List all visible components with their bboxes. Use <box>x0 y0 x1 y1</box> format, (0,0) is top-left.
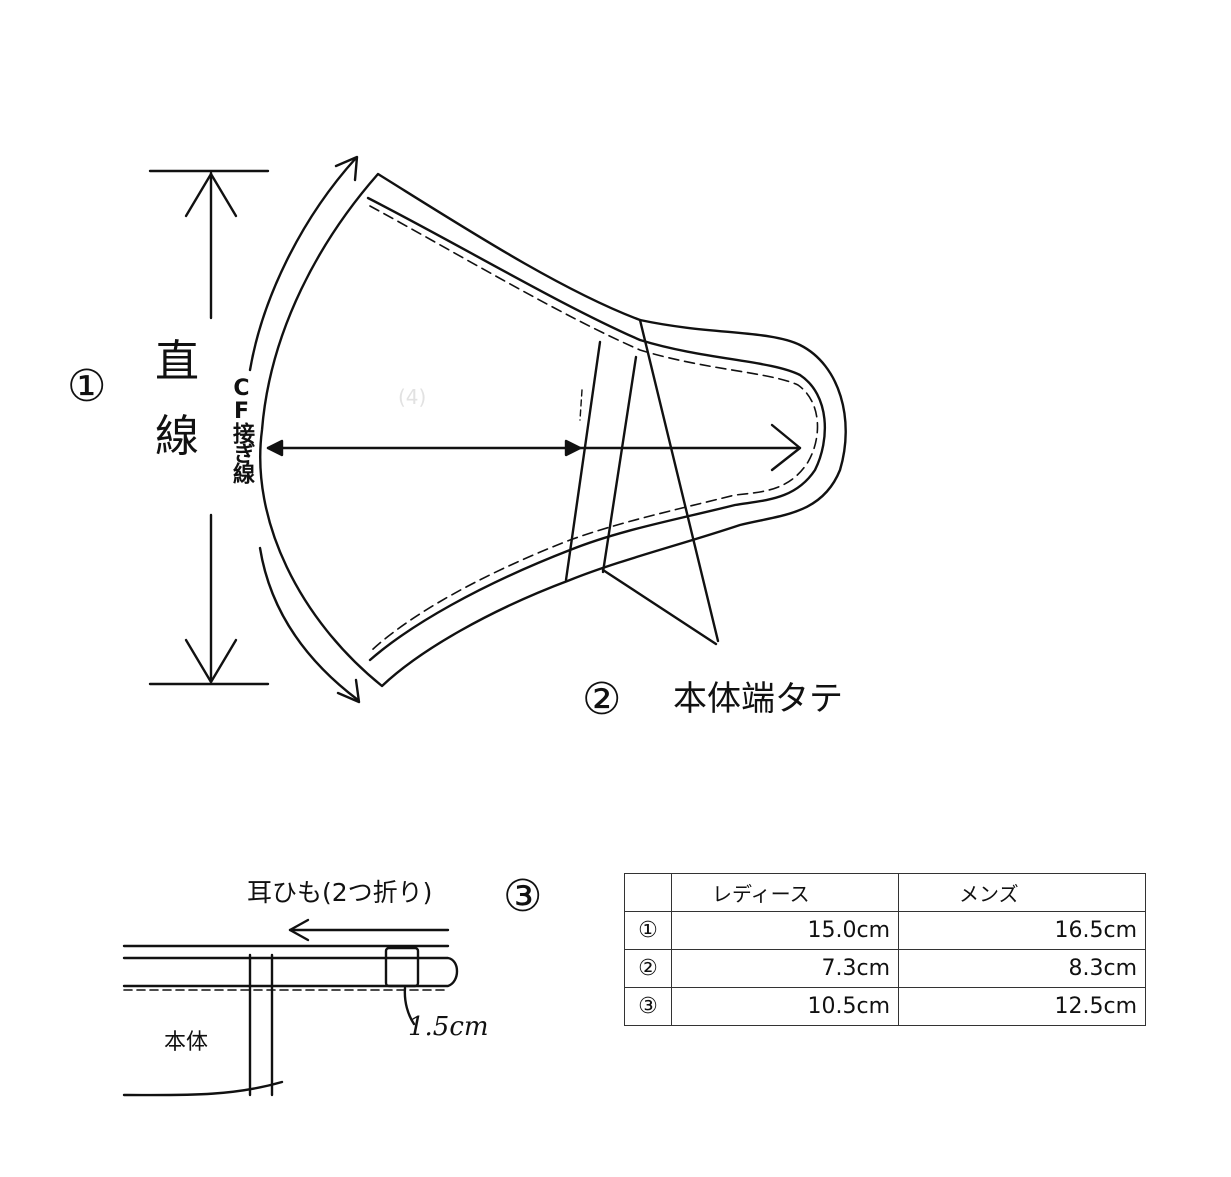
cf-arc <box>248 155 361 704</box>
loop-measure-label: 1.5cm <box>408 1012 489 1042</box>
mens-value: 12.5cm <box>898 987 1146 1026</box>
faint-mark: (4) <box>398 385 427 409</box>
table-header-row: レディース メンズ <box>624 873 1146 912</box>
panel-lines <box>564 318 720 646</box>
vertical-label-char-1: 直 <box>155 336 199 387</box>
ear-loop-label: 耳ひも(2つ折り) <box>247 878 433 907</box>
mens-value: 8.3cm <box>898 949 1146 988</box>
marker-2: ② <box>582 674 622 725</box>
width-arrow <box>266 423 802 472</box>
mens-value: 16.5cm <box>898 911 1146 950</box>
row-label: ① <box>624 911 672 950</box>
size-table: レディース メンズ ① 15.0cm 16.5cm ② 7.3cm 8.3cm … <box>624 873 1146 1026</box>
table-row: ③ 10.5cm 12.5cm <box>624 987 1146 1026</box>
column-ladies: レディース <box>671 873 899 912</box>
edge-label: 本体端タテ <box>673 679 843 719</box>
marker-1: ① <box>67 361 107 412</box>
mask-outline <box>259 172 847 688</box>
table-row: ① 15.0cm 16.5cm <box>624 911 1146 950</box>
cf-seam-label: CF接ぎ線 <box>229 376 254 482</box>
table-corner <box>624 873 672 912</box>
row-label: ③ <box>624 987 672 1026</box>
marker-3: ③ <box>503 871 543 922</box>
body-label: 本体 <box>164 1030 209 1055</box>
vertical-dimension <box>148 169 270 686</box>
table-row: ② 7.3cm 8.3cm <box>624 949 1146 988</box>
column-mens: メンズ <box>898 873 1146 912</box>
ladies-value: 7.3cm <box>671 949 899 988</box>
row-label: ② <box>624 949 672 988</box>
ladies-value: 10.5cm <box>671 987 899 1026</box>
ladies-value: 15.0cm <box>671 911 899 950</box>
ear-loop-diagram <box>122 918 459 1097</box>
vertical-label-char-2: 線 <box>155 411 199 462</box>
